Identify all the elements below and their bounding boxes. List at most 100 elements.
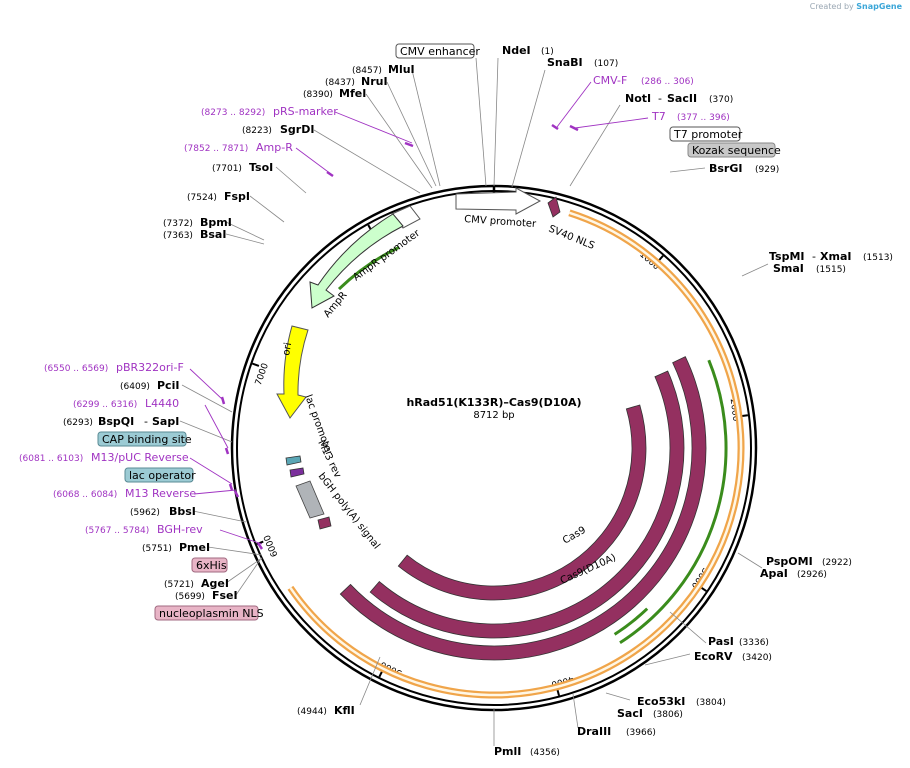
primer-leader-line — [556, 81, 592, 128]
site-leader-line — [359, 656, 381, 706]
site-smai: SmaI — [773, 262, 804, 275]
site-leader-line — [192, 510, 247, 523]
primer-leader-line — [219, 529, 263, 545]
outer-labels: CMV enhancer T7 promoter Kozak sequence … — [19, 43, 893, 758]
primer-hooks — [220, 123, 579, 550]
snapgene-watermark: Created by SnapGene — [810, 2, 902, 11]
6xhis-box — [191, 557, 228, 573]
site-noti: NotI — [625, 92, 651, 105]
site-leader-line — [737, 552, 763, 569]
plasmid-length: 8712 bp — [473, 410, 514, 421]
site-leader-line — [275, 166, 307, 194]
site-pmei-pos: (5751) — [142, 544, 172, 554]
primer-leader-lines — [189, 81, 649, 545]
primer-leader-line — [189, 457, 233, 485]
site-agei: AgeI — [201, 577, 229, 590]
t7-promoter-label: T7 promoter — [673, 128, 743, 141]
cmv-enhancer-label: CMV enhancer — [400, 45, 480, 58]
primer-bgh-rev-range: (5767 .. 5784) — [85, 526, 149, 536]
primer-hook — [404, 141, 414, 148]
plasmid-name: hRad51(K133R)–Cas9(D10A) — [406, 396, 581, 409]
primer-leader-line — [295, 147, 332, 175]
green-orf-arc — [619, 359, 728, 645]
site-noti-pos: (370) — [709, 95, 733, 105]
cmv-promoter-label: CMV promoter — [464, 214, 538, 230]
kozak-box — [687, 142, 776, 158]
site-ecorv-pos: (3420) — [742, 653, 772, 663]
lac-operator-box — [124, 467, 194, 483]
cap-binding-box — [97, 431, 187, 447]
site-smai-pos: (1515) — [816, 265, 846, 275]
site-pasi: PasI — [708, 635, 734, 648]
site-xmai: XmaI — [820, 250, 851, 263]
primer-amp-r-range: (7852 .. 7871) — [184, 144, 248, 154]
primer-hook — [220, 396, 226, 405]
site-leader-line — [235, 559, 261, 596]
site-pmli: PmlI — [494, 745, 521, 758]
site-pcii-pos: (6409) — [120, 382, 150, 392]
bgh-polya-label: bGH poly(A) signal — [316, 471, 382, 551]
site-leader-line — [669, 167, 706, 173]
t7-promoter-box — [669, 126, 741, 142]
watermark-prefix: Created by — [809, 2, 854, 11]
primer-pbr322ori-f-range: (6550 .. 6569) — [44, 364, 108, 374]
watermark-brand: SnapGene — [856, 2, 902, 11]
green-ampr-orf-arc — [337, 245, 400, 291]
site-pspomi-pos: (2922) — [822, 558, 852, 568]
site-fsei: FseI — [212, 589, 238, 602]
site-leader-line — [644, 653, 691, 666]
sv40-nls-feature — [547, 196, 561, 218]
site-bbsi: BbsI — [169, 505, 196, 518]
primer-pbr322ori-f: pBR322ori-F — [116, 361, 184, 374]
site-leader-line — [475, 57, 487, 187]
site-leader-line — [511, 69, 546, 188]
site-bspqi: BspQI — [98, 415, 134, 428]
site-sapi: SapI — [152, 415, 179, 428]
site-bsai: BsaI — [200, 228, 226, 241]
cas9-d10a-feature-arrow — [369, 370, 685, 639]
site-agei-pos: (5721) — [164, 580, 194, 590]
site-ndei: NdeI — [502, 44, 531, 57]
site-tspmi-pos: (1513) — [863, 253, 893, 263]
cap-binding-label: CAP binding site — [102, 433, 192, 446]
site-sacii: SacII — [667, 92, 697, 105]
site-apai: ApaI — [760, 567, 788, 580]
site-snabi: SnaBI — [547, 56, 583, 69]
primer-hook — [224, 447, 230, 455]
primer-leader-line — [334, 111, 413, 144]
site-sgrdi-pos: (8223) — [242, 126, 272, 136]
primer-hook — [551, 123, 559, 131]
site-saci: SacI — [617, 707, 643, 720]
primer-m13-reverse-range: (6068 .. 6084) — [53, 490, 117, 500]
primer-m13-puc-range: (6081 .. 6103) — [19, 454, 83, 464]
ruler-tick-label: 6000 — [263, 533, 281, 558]
site-nrui-pos: (8437) — [325, 78, 355, 88]
primer-bgh-rev: BGH-rev — [157, 523, 203, 536]
green-orf-arc-2 — [613, 607, 649, 636]
cap-binding-feature — [289, 467, 305, 478]
site-bspqi-pos: (6293) — [63, 418, 93, 428]
cas9-feature-arrow — [397, 404, 647, 601]
site-leader-line — [313, 129, 421, 194]
6xhis-label: 6xHis — [196, 559, 227, 572]
primer-leader-line — [193, 489, 237, 495]
site-bsrgi-pos: (929) — [755, 165, 779, 175]
site-mlui-pos: (8457) — [352, 66, 382, 76]
primer-prs-marker-range: (8273 .. 8292) — [201, 108, 265, 118]
primer-t7: T7 — [651, 110, 666, 123]
site-tspmi: TspMI — [769, 250, 805, 263]
site-bspqi-sep: - — [144, 415, 148, 428]
site-ecorv: EcoRV — [694, 650, 733, 663]
site-draiii-pos: (3966) — [626, 728, 656, 738]
leader-lines — [179, 57, 769, 746]
ruler-tick — [251, 362, 260, 367]
ampr-feature-arrow — [309, 213, 404, 309]
lac-operator-label: lac operator — [129, 469, 196, 482]
site-apai-pos: (2926) — [797, 570, 827, 580]
site-tsoi-pos: (7701) — [212, 164, 242, 174]
site-pcii: PciI — [157, 379, 179, 392]
site-leader-line — [572, 693, 579, 729]
site-leader-line — [493, 57, 499, 187]
site-fsei-pos: (5699) — [175, 592, 205, 602]
primer-l4440-range: (6299 .. 6316) — [73, 400, 137, 410]
